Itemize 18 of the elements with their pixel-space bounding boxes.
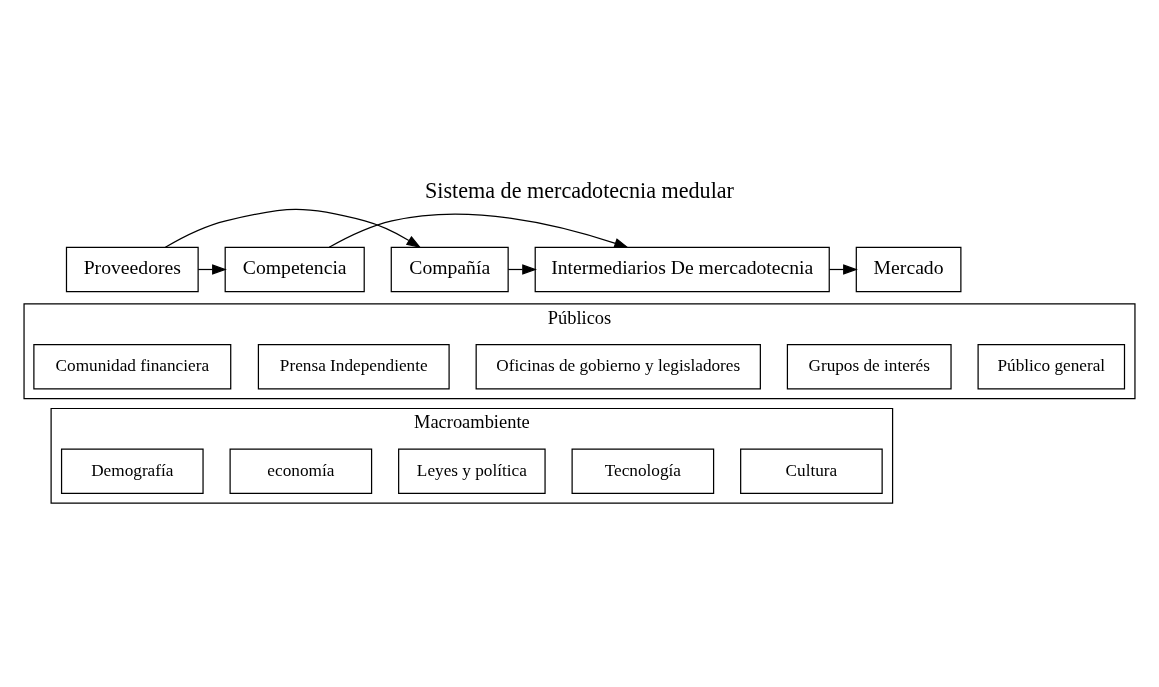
node-box: economía xyxy=(229,448,373,494)
node-box: Público general xyxy=(977,343,1126,389)
node-box: Proveedores xyxy=(65,246,199,292)
node-box: Tecnología xyxy=(571,448,715,494)
node-box: Prensa Independiente xyxy=(257,343,450,389)
diagram-title: Sistema de mercadotecnia medular xyxy=(424,177,735,203)
node-box: Demografía xyxy=(60,448,204,494)
node-box: Compañía xyxy=(390,246,509,292)
node-box: Leyes y política xyxy=(398,448,546,494)
arrow xyxy=(328,212,629,248)
node-box: Grupos de interés xyxy=(786,343,952,389)
node-box: Comunidad financiera xyxy=(33,343,232,389)
node-box: Mercado xyxy=(855,246,962,292)
node-box: Competencia xyxy=(224,246,365,292)
node-box: Cultura xyxy=(740,448,883,494)
node-box: Oficinas de gobierno y legisladores xyxy=(475,343,761,389)
arrow xyxy=(164,208,422,248)
node-box: Intermediarios De mercadotecnia xyxy=(534,246,830,292)
